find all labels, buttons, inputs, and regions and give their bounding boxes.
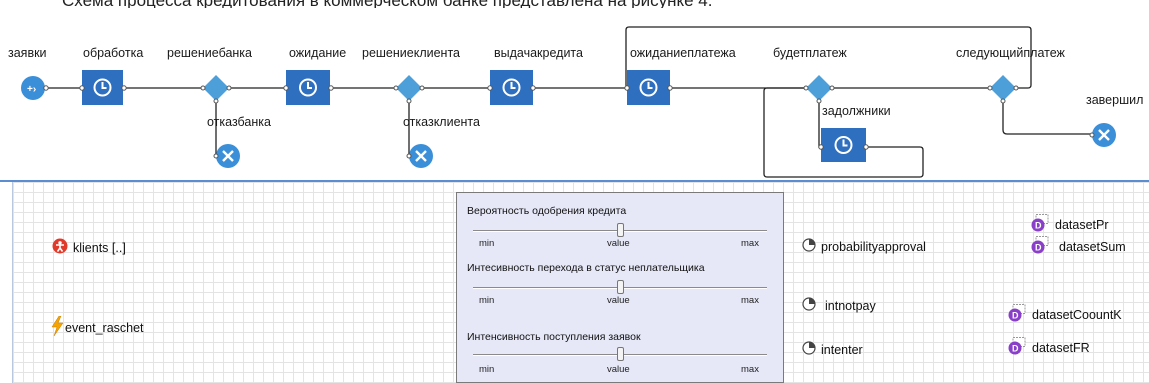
decision-will-pay[interactable] [803, 75, 835, 104]
slider-nonpay-min: min [479, 295, 495, 306]
svg-text:D: D [1012, 311, 1019, 321]
lightning-icon [50, 315, 64, 339]
label-payment-wait: ожиданиеплатежа [630, 46, 736, 60]
sink-bank-refusal[interactable] [213, 144, 240, 168]
dataset-label: datasetCoountK [1032, 307, 1122, 322]
slider-approval-thumb[interactable] [617, 223, 624, 237]
delay-waiting[interactable] [283, 70, 334, 105]
sink-completed[interactable] [1089, 123, 1116, 147]
dataset-icon: D [1007, 337, 1027, 358]
dataset-label: datasetFR [1032, 340, 1090, 355]
label-source: заявки [8, 46, 47, 60]
parameter-label: intnotpay [825, 298, 876, 313]
label-credit-issue: выдачакредита [494, 46, 583, 60]
canvas-left-border [12, 182, 13, 383]
dataset-countk[interactable]: D datasetCoountK [1007, 304, 1122, 325]
person-icon [52, 238, 68, 257]
parameters-panel: Вероятность одобрения кредита min value … [456, 192, 784, 383]
parameter-icon [802, 238, 816, 255]
process-flowchart: +› [0, 8, 1149, 180]
slider-nonpay-thumb[interactable] [617, 280, 624, 294]
dataset-label: datasetSum [1059, 239, 1126, 254]
delay-processing[interactable] [79, 70, 127, 105]
slider-approval-max: max [741, 238, 759, 249]
dataset-pr[interactable]: D datasetPr [1030, 214, 1109, 235]
label-bank-decision: решениебанка [167, 46, 252, 60]
parameter-probabilityapproval[interactable]: probabilityapproval [802, 238, 926, 255]
label-bank-refusal: отказбанка [207, 115, 271, 129]
slider-intensity-thumb[interactable] [617, 347, 624, 361]
parameter-label: probabilityapproval [821, 239, 926, 254]
slider-nonpay-value: value [607, 295, 630, 306]
agent-population-klients[interactable]: klients [..] [52, 238, 126, 257]
dataset-icon: D [1030, 236, 1050, 257]
slider-nonpay-max: max [741, 295, 759, 306]
event-raschet[interactable]: event_raschet [50, 315, 144, 339]
flow-connectors [45, 26, 1090, 178]
parameter-intenter[interactable]: intenter [802, 341, 863, 358]
label-debtors: задолжники [822, 104, 891, 118]
decision-next-payment[interactable] [987, 75, 1019, 104]
label-completed: завершил [1086, 93, 1143, 107]
label-will-pay: будетплатеж [773, 46, 847, 60]
label-client-refusal: отказклиента [403, 115, 480, 129]
slider-intensity-title: Интенсивность поступления заявок [467, 331, 641, 343]
dataset-sum[interactable]: D datasetSum [1030, 236, 1126, 257]
dataset-fr[interactable]: D datasetFR [1007, 337, 1090, 358]
decision-bank[interactable] [200, 75, 232, 104]
dataset-icon: D [1030, 214, 1050, 235]
parameter-label: intenter [821, 342, 863, 357]
delay-credit-issue[interactable] [487, 70, 536, 105]
slider-approval-value: value [607, 238, 630, 249]
parameter-icon [802, 341, 816, 358]
slider-intensity-max: max [741, 364, 759, 375]
agent-population-label: klients [..] [73, 240, 126, 255]
event-label: event_raschet [65, 320, 144, 335]
svg-text:+›: +› [27, 84, 36, 95]
sink-client-refusal[interactable] [406, 144, 433, 168]
slider-approval-title: Вероятность одобрения кредита [467, 205, 627, 217]
section-divider [0, 180, 1149, 182]
delay-payment-wait[interactable] [624, 70, 673, 105]
slider-approval-min: min [479, 238, 495, 249]
label-client-decision: решениеклиента [362, 46, 460, 60]
delay-debtors[interactable] [818, 128, 869, 162]
label-next-payment: следующийплатеж [956, 46, 1066, 60]
parameter-icon [802, 297, 816, 314]
parameter-intnotpay[interactable]: intnotpay [802, 297, 876, 314]
decision-client[interactable] [393, 75, 425, 104]
svg-text:D: D [1012, 344, 1019, 354]
slider-intensity-min: min [479, 364, 495, 375]
source-node[interactable] [21, 76, 45, 100]
dataset-label: datasetPr [1055, 217, 1109, 232]
svg-text:D: D [1035, 243, 1042, 253]
dataset-icon: D [1007, 304, 1027, 325]
svg-text:D: D [1035, 221, 1042, 231]
label-waiting: ожидание [289, 46, 346, 60]
figure-caption: Схема процесса кредитования в коммерческ… [62, 0, 713, 10]
label-processing: обработка [83, 46, 143, 60]
slider-nonpay-title: Интесивность перехода в статус неплатель… [467, 262, 705, 274]
slider-intensity-value: value [607, 364, 630, 375]
